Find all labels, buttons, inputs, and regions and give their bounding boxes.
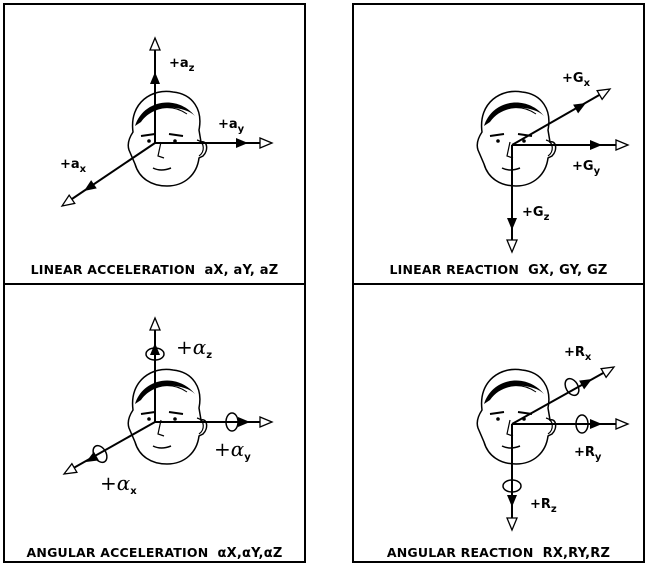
caption-angular-reaction: ANGULAR REACTION RX,RY,RZ — [354, 545, 643, 561]
head-icon — [127, 368, 208, 465]
head-icon — [127, 90, 208, 187]
label-az: +az — [169, 56, 195, 74]
caption-text: LINEAR ACCELERATION — [30, 262, 196, 277]
label-ax: +ax — [60, 157, 87, 175]
caption-vars: αX,αY,αZ — [217, 546, 283, 561]
left-divider — [5, 283, 304, 285]
label-alpha-z: +αz — [176, 335, 212, 361]
right-divider — [354, 283, 643, 285]
caption-vars: aX, aY, aZ — [204, 263, 279, 278]
label-ay: +ay — [218, 117, 245, 135]
caption-text: ANGULAR REACTION — [386, 545, 534, 560]
label-alpha-y: +αy — [214, 437, 251, 463]
panel-linear-acceleration: +az +ay +ax — [58, 37, 273, 211]
panel-linear-reaction: +Gx +Gy +Gz — [476, 71, 629, 253]
label-rx: +Rx — [564, 345, 592, 363]
label-gz: +Gz — [522, 205, 550, 223]
caption-linear-acceleration: LINEAR ACCELERATION aX, aY, aZ — [5, 262, 304, 278]
caption-text: ANGULAR ACCELERATION — [26, 545, 209, 560]
caption-linear-reaction: LINEAR REACTION GX, GY, GZ — [354, 262, 643, 278]
label-ry: +Ry — [574, 445, 602, 463]
caption-vars: GX, GY, GZ — [528, 263, 608, 278]
label-alpha-x: +αx — [100, 471, 137, 497]
caption-text: LINEAR REACTION — [389, 262, 520, 277]
panel-angular-acceleration: +αz +αy +αx — [60, 317, 273, 497]
head-icon — [476, 90, 557, 187]
head-icon — [476, 368, 557, 465]
panel-angular-reaction: +Rx +Ry +Rz — [476, 345, 629, 531]
label-gy: +Gy — [572, 159, 601, 177]
caption-angular-acceleration: ANGULAR ACCELERATION αX,αY,αZ — [5, 545, 304, 561]
label-rz: +Rz — [530, 497, 557, 515]
caption-vars: RX,RY,RZ — [542, 546, 611, 561]
label-gx: +Gx — [562, 71, 591, 89]
